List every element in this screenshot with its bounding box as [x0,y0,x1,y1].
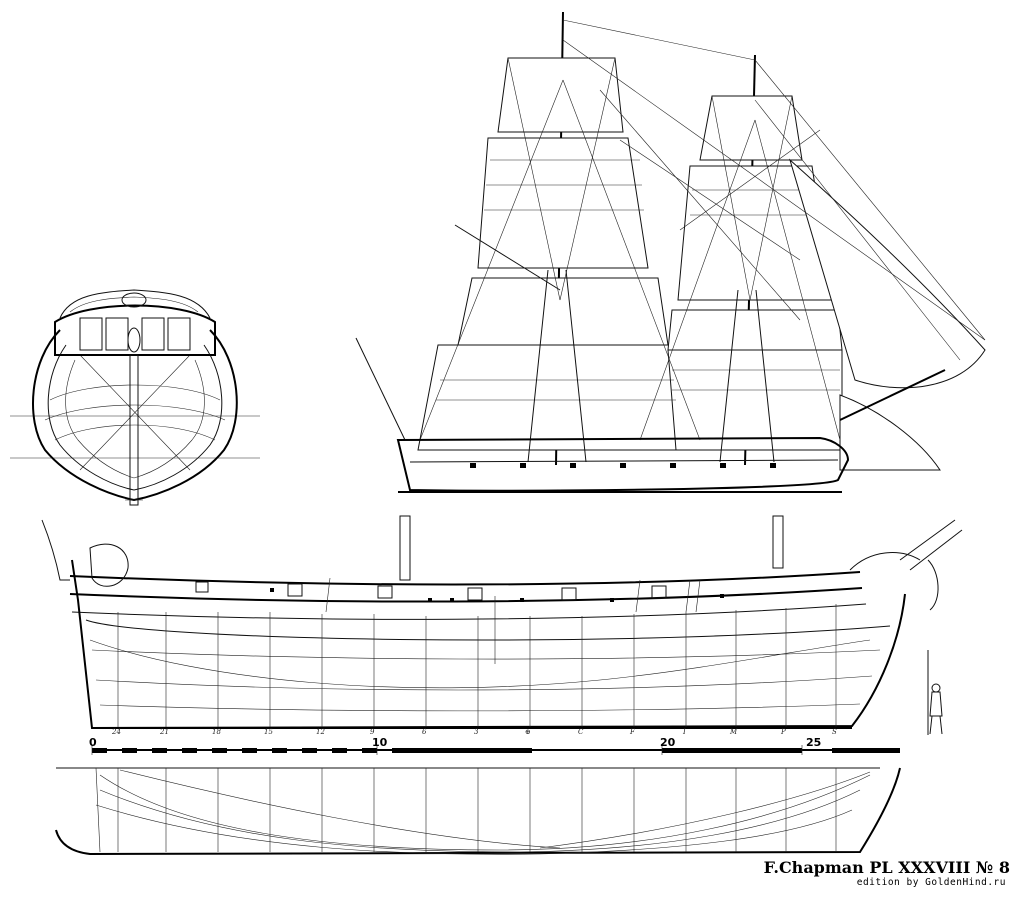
station-mark: 9 [370,728,375,736]
station-mark: I [682,728,686,736]
scale-label-20: 20 [660,736,676,749]
station-mark: ⊕ [525,728,531,736]
sail-plan [355,11,986,493]
edition-credit: edition by GoldenHind.ru [856,877,1006,888]
station-mark: P [780,728,786,736]
station-mark: 18 [212,728,221,736]
station-mark: 24 [111,728,121,736]
station-marks: 24 21 18 15 12 9 6 3 ⊕ C F I M P S [111,728,837,736]
station-mark: 3 [474,728,479,736]
scale-label-10: 10 [372,736,388,749]
station-mark: 6 [422,728,427,736]
scale-figure [927,650,943,735]
station-mark: M [729,728,738,736]
half-breadth-plan [55,767,901,856]
scale-label-25: 25 [806,736,821,749]
station-mark: 21 [159,728,169,736]
station-mark: 12 [316,728,325,736]
scale-bar: 0 10 20 25 [89,736,900,755]
stern-view [10,289,260,506]
plate-title: F.Chapman PL XXXVIII № 8 [763,858,1010,877]
scale-label-0: 0 [89,736,97,749]
hull-profile [41,515,963,735]
station-mark: S [832,728,837,736]
station-mark: F [629,728,636,736]
station-mark: 15 [264,728,273,736]
station-mark: C [578,728,584,736]
